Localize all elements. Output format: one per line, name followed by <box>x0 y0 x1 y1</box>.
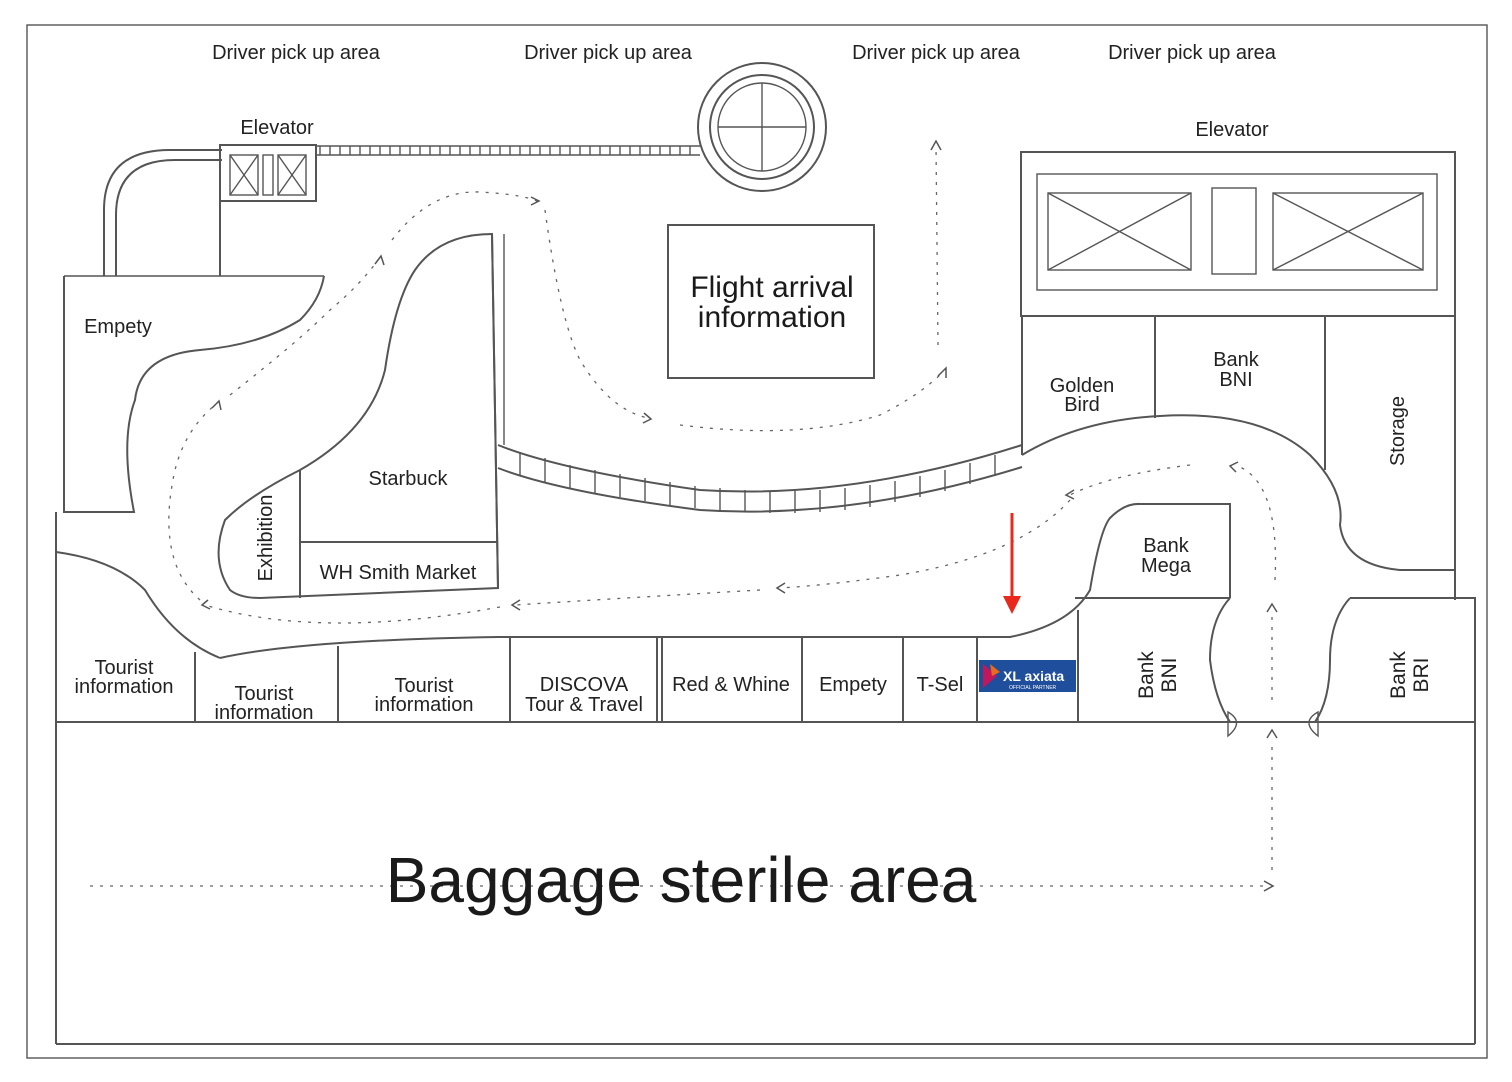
you-are-here-arrow <box>1003 513 1021 614</box>
round-window <box>697 62 827 192</box>
golden-bird-label-line1: Golden <box>1050 375 1115 397</box>
discova-label-line2: Tour & Travel <box>525 694 643 716</box>
elevator-right-label: Elevator <box>1195 119 1269 141</box>
flight-arrival-label-line1: Flight arrival <box>690 271 853 304</box>
bottom-shops <box>56 610 1475 723</box>
bank-mega-label-line1: Bank <box>1143 535 1190 557</box>
bank-bri-line2: BRI <box>1410 657 1433 692</box>
right-elevator <box>1020 151 1456 317</box>
tourist-info-1-line1: Tourist <box>95 657 154 679</box>
bank-bni-bottom-line2: BNI <box>1158 657 1181 692</box>
central-railing <box>497 444 1023 513</box>
driver-pickup-4-label: Driver pick up area <box>1108 42 1277 64</box>
bank-bni-bottom-line1: Bank <box>1135 651 1158 699</box>
storage-label: Storage <box>1387 396 1409 466</box>
elevator-left-label: Elevator <box>240 117 314 139</box>
route-arrows <box>200 139 1278 892</box>
flight-arrival-label-line2: information <box>698 301 846 334</box>
right-shops <box>1021 316 1456 600</box>
map-frame <box>26 24 1488 1059</box>
baggage-sterile-area-label: Baggage sterile area <box>386 844 977 916</box>
tsel-label: T-Sel <box>917 674 964 696</box>
exhibition-label: Exhibition <box>255 495 277 582</box>
starbuck-label: Starbuck <box>369 468 449 490</box>
empety-bottom-label: Empety <box>819 674 887 696</box>
empety-top-label: Empety <box>84 316 152 338</box>
bank-bri-wall <box>1350 597 1476 722</box>
tourist-info-2-line2: information <box>215 702 314 724</box>
bank-bri-line1: Bank <box>1387 651 1410 699</box>
left-empety-area <box>55 275 325 722</box>
bank-bni-top-label-line1: Bank <box>1213 349 1260 371</box>
discova-label-line1: DISCOVA <box>540 674 629 696</box>
tourist-info-3-line1: Tourist <box>395 675 454 697</box>
bank-bni-top-label-line2: BNI <box>1219 369 1252 391</box>
walkway-edge <box>219 502 1231 659</box>
golden-bird-label-line2: Bird <box>1064 394 1100 416</box>
wh-smith-label: WH Smith Market <box>320 562 477 584</box>
railing-top <box>316 145 700 156</box>
walking-route <box>90 144 1277 887</box>
red-whine-label: Red & Whine <box>672 674 790 696</box>
tourist-info-1-line2: information <box>75 676 174 698</box>
bank-mega-label-line2: Mega <box>1141 555 1192 577</box>
driver-pickup-1-label: Driver pick up area <box>212 42 381 64</box>
driver-pickup-2-label: Driver pick up area <box>524 42 693 64</box>
central-island <box>217 232 505 600</box>
xl-axiata-logo-text: XL axiata <box>1003 668 1064 684</box>
tourist-info-3-line2: information <box>375 694 474 716</box>
xl-axiata-logo-subtext: OFFICIAL PARTNER <box>1009 685 1057 691</box>
baggage-area-box <box>55 722 1476 1045</box>
xl-axiata-logo: XL axiata OFFICIAL PARTNER <box>979 660 1076 692</box>
flight-arrival-info-box <box>667 224 875 379</box>
top-left-structure <box>64 149 324 277</box>
driver-pickup-3-label: Driver pick up area <box>852 42 1021 64</box>
tourist-info-2-line1: Tourist <box>235 683 294 705</box>
left-elevator <box>219 144 317 202</box>
